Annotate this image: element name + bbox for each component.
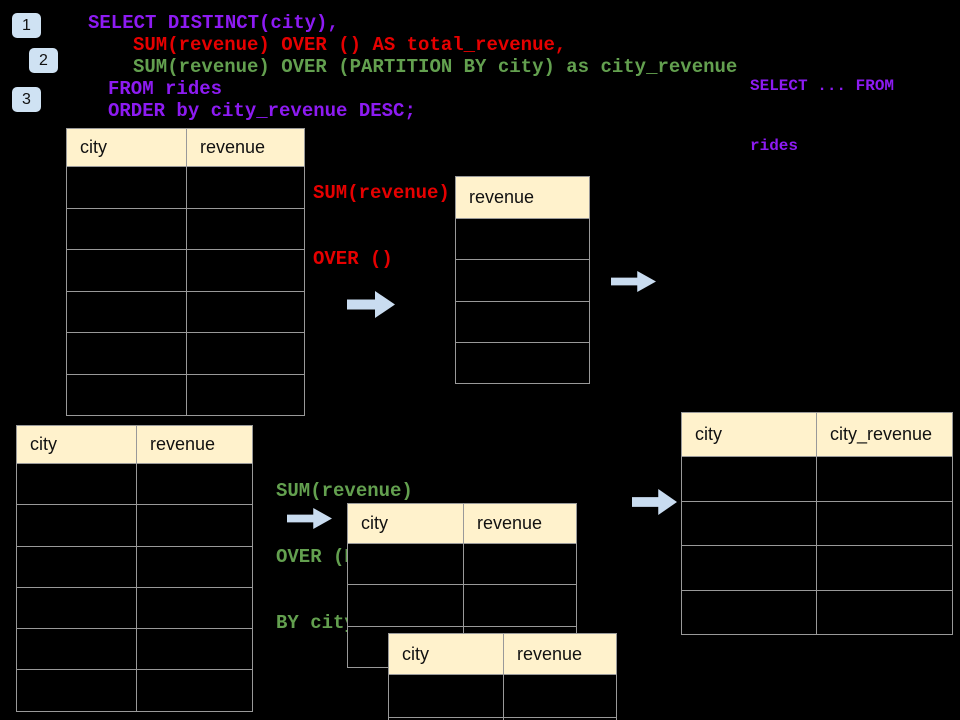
empty-cell: [389, 675, 504, 718]
annotation-line: OVER (): [313, 248, 393, 270]
sql-line-from: FROM rides: [108, 78, 223, 100]
sql-line-total-revenue: SUM(revenue) OVER () AS total_revenue,: [133, 34, 567, 56]
empty-cell: [817, 546, 953, 591]
empty-cell: [817, 457, 953, 502]
empty-cell: [17, 505, 137, 547]
empty-cell: [137, 587, 253, 630]
empty-cell: [17, 546, 137, 588]
empty-cell: [348, 585, 464, 627]
empty-cell: [817, 501, 953, 547]
empty-cell: [389, 718, 504, 720]
column-header: city: [67, 129, 187, 167]
empty-cell: [187, 374, 305, 416]
column-header: revenue: [504, 634, 617, 675]
empty-cell: [137, 670, 253, 712]
empty-cell: [504, 718, 617, 720]
empty-cell: [17, 464, 137, 506]
side-note-line: SELECT ... FROM: [750, 77, 895, 95]
empty-cell: [187, 167, 305, 209]
arrow-right-icon: [287, 508, 332, 529]
empty-cell: [67, 374, 187, 416]
empty-cell: [67, 250, 187, 292]
empty-cell: [187, 250, 305, 292]
empty-cell: [187, 333, 305, 375]
empty-cell: [464, 544, 577, 586]
empty-cell: [17, 629, 137, 671]
empty-cell: [187, 291, 305, 333]
empty-cell: [67, 208, 187, 250]
empty-cell: [682, 546, 817, 591]
empty-cell: [137, 505, 253, 547]
empty-cell: [17, 587, 137, 630]
sql-line-order-by: ORDER by city_revenue DESC;: [108, 100, 416, 122]
empty-cell: [67, 333, 187, 375]
empty-cell: [456, 219, 590, 261]
annotation-line: SUM(revenue): [313, 182, 450, 204]
column-header: revenue: [187, 129, 305, 167]
empty-cell: [682, 590, 817, 636]
empty-cell: [137, 546, 253, 588]
empty-cell: [682, 501, 817, 547]
side-note-select-from-rides: SELECT ... FROM rides: [750, 36, 894, 196]
step-badge-2: 2: [29, 48, 58, 73]
column-header: city: [682, 413, 817, 457]
empty-cell: [456, 342, 590, 385]
empty-cell: [187, 208, 305, 250]
column-header: city: [348, 504, 464, 544]
sql-line-select: SELECT DISTINCT(city),: [88, 12, 339, 34]
empty-cell: [464, 585, 577, 627]
empty-cell: [137, 629, 253, 671]
step-badge-1: 1: [12, 13, 41, 38]
empty-cell: [456, 301, 590, 343]
column-header: city_revenue: [817, 413, 953, 457]
empty-cell: [817, 590, 953, 636]
side-note-line: rides: [750, 137, 799, 155]
column-header: city: [17, 426, 137, 464]
empty-cell: [17, 670, 137, 712]
annotation-line: SUM(revenue): [276, 480, 413, 502]
empty-cell: [504, 675, 617, 718]
arrow-right-icon: [611, 271, 656, 292]
annotation-total-revenue: SUM(revenue) OVER (): [313, 138, 450, 314]
sql-line-city-revenue: SUM(revenue) OVER (PARTITION BY city) as…: [133, 56, 738, 78]
empty-cell: [682, 457, 817, 502]
column-header: revenue: [456, 177, 590, 219]
empty-cell: [348, 544, 464, 586]
column-header: city: [389, 634, 504, 675]
empty-cell: [137, 464, 253, 506]
empty-cell: [456, 260, 590, 302]
empty-cell: [67, 167, 187, 209]
empty-cell: [67, 291, 187, 333]
table-total-revenue: revenue: [455, 176, 590, 385]
arrow-right-icon: [632, 489, 677, 515]
step-badge-3: 3: [12, 87, 41, 112]
arrow-right-icon: [347, 291, 395, 318]
column-header: revenue: [137, 426, 253, 464]
column-header: revenue: [464, 504, 577, 544]
